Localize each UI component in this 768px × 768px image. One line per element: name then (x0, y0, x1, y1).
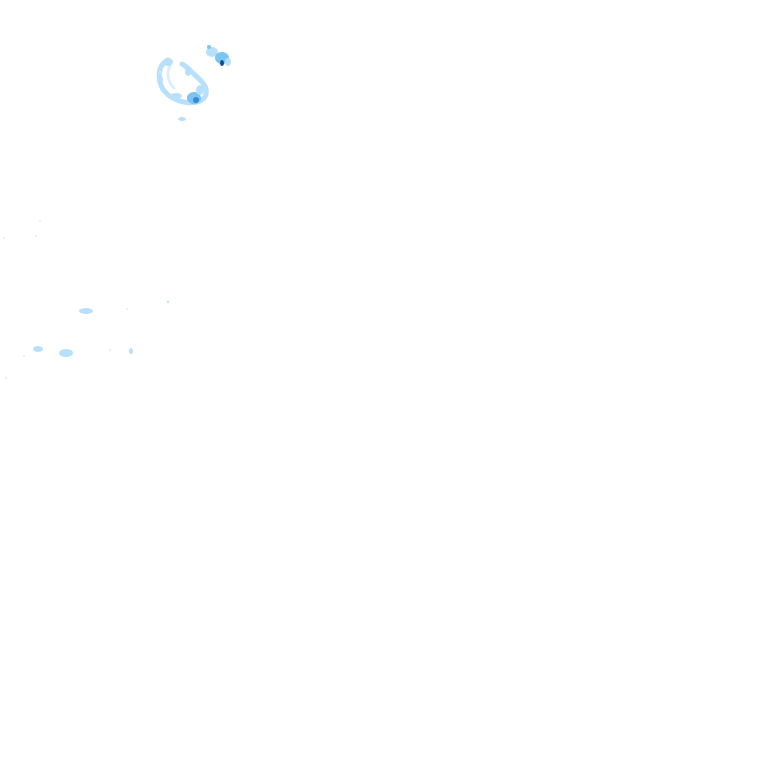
precip-echo-cluster-ring (156, 57, 209, 121)
precip-echo-dot (3, 237, 5, 239)
precip-echo-cluster-west (33, 308, 133, 357)
precip-echo-cell (129, 348, 133, 354)
precip-echo-cell (225, 58, 231, 66)
precip-isolated-returns (3, 71, 170, 379)
precip-echo-dot (126, 308, 128, 310)
precip-echo-dot (23, 355, 25, 357)
precip-echo-dot (39, 220, 41, 222)
precip-echo-dot (35, 235, 37, 237)
precip-echo-cell (178, 117, 186, 121)
precip-echo-cell (196, 85, 204, 95)
precip-echo-cell (163, 58, 173, 66)
precip-echo-cell (33, 346, 43, 352)
precip-echo-cluster-north (206, 45, 231, 66)
precip-echo-core (193, 97, 199, 103)
precip-echo-ring-inner (166, 64, 176, 90)
precip-echo-dot (159, 71, 161, 73)
precip-echo-cell (206, 47, 218, 57)
precip-echo-dot (5, 377, 7, 379)
precip-echo-dot (166, 300, 170, 304)
precip-echo-cell (170, 93, 182, 99)
precip-echo-cell (185, 68, 191, 76)
precip-echo-cell (59, 349, 73, 357)
precip-echo-dot (109, 349, 111, 351)
precip-echo-cell (79, 308, 93, 314)
precip-echo-cell (207, 45, 211, 49)
precip-echo-core (220, 60, 224, 66)
precip-echo-cell (157, 75, 163, 85)
